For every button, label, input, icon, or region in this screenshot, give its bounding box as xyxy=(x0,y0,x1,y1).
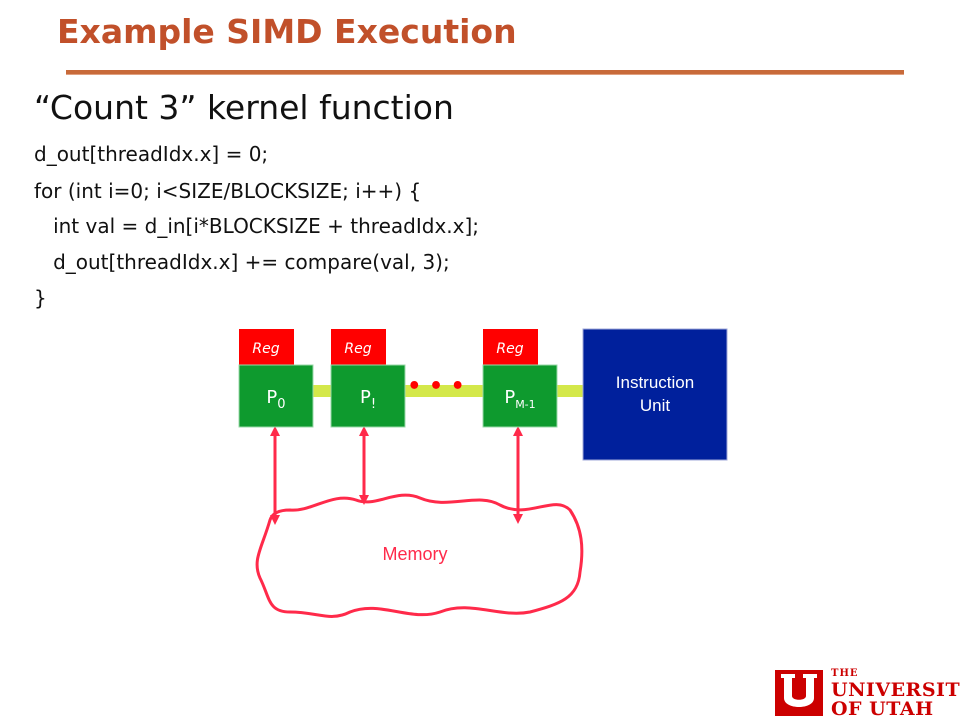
kernel-heading: “Count 3” kernel function xyxy=(34,88,454,127)
instruction-unit-box xyxy=(582,328,728,461)
processor-label-0: P0 xyxy=(266,387,285,412)
memory-label: Memory xyxy=(382,544,447,564)
processor-box-1 xyxy=(330,364,406,428)
code-line-4: d_out[threadIdx.x] += compare(val, 3); xyxy=(34,250,450,274)
title-underline xyxy=(66,70,904,75)
logo-of-utah: OF UTAH xyxy=(831,698,934,720)
processor-label-1: P! xyxy=(360,387,376,412)
logo-the: THE xyxy=(831,668,859,679)
processor-ellipsis: • • • xyxy=(407,374,465,399)
reg-label-2: Reg xyxy=(496,341,523,357)
processor-box-2 xyxy=(482,364,558,428)
code-line-3: int val = d_in[i*BLOCKSIZE + threadIdx.x… xyxy=(34,214,480,238)
processor-box-0 xyxy=(238,364,314,428)
instruction-unit-label-2: Unit xyxy=(640,396,671,415)
processor-label-2: PM-1 xyxy=(504,387,535,411)
logo-university: UNIVERSITY xyxy=(831,679,960,701)
code-line-2: for (int i=0; i<SIZE/BLOCKSIZE; i++) { xyxy=(34,179,422,203)
university-u-mark xyxy=(775,670,823,716)
reg-label-1: Reg xyxy=(344,341,371,357)
reg-box-0 xyxy=(239,329,294,365)
slide-title: Example SIMD Execution xyxy=(57,12,517,51)
instruction-unit-label-1: Instruction xyxy=(616,373,694,392)
code-line-5: } xyxy=(34,286,47,310)
university-logo: THE UNIVERSITY OF UTAH xyxy=(771,668,960,720)
reg-box-1 xyxy=(331,329,386,365)
reg-box-2 xyxy=(483,329,538,365)
code-line-1: d_out[threadIdx.x] = 0; xyxy=(34,142,269,166)
reg-label-0: Reg xyxy=(252,341,279,357)
